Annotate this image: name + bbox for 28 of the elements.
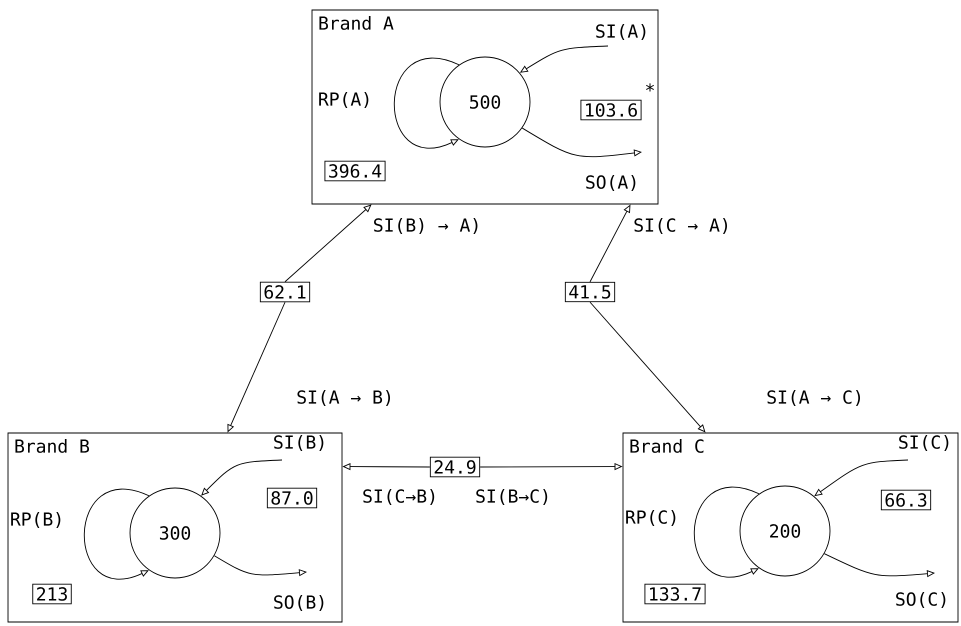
arrow <box>394 58 460 148</box>
asterisk: * <box>646 83 654 92</box>
value-box: 133.7 <box>644 584 706 604</box>
edge-label: SI(B→C) <box>474 488 552 506</box>
edge-label: SI(C→B) <box>361 488 439 506</box>
edge-label: SI(A → C) <box>765 388 865 407</box>
arrow <box>694 487 760 578</box>
value-box: 213 <box>32 584 72 604</box>
arrow <box>84 489 150 580</box>
value-box: 396.4 <box>324 160 386 182</box>
edge-label: SI(B) → A) <box>372 216 482 236</box>
edge-label: SO(A) <box>584 174 640 192</box>
value-box: 62.1 <box>260 282 310 302</box>
edge-label: RP(C) <box>624 508 680 527</box>
value-box: 66.3 <box>880 490 932 510</box>
edge-label: SO(C) <box>894 590 950 609</box>
edge-label: SI(A → B) <box>295 388 395 407</box>
value-box: 24.9 <box>430 456 480 478</box>
value-box: 41.5 <box>564 282 616 302</box>
edge-label: SI(A) <box>594 22 650 42</box>
edge-label: RP(A) <box>316 90 374 110</box>
edge-label: RP(B) <box>8 510 66 529</box>
edge-label: SO(B) <box>272 594 328 612</box>
edge-label: SI(C → A) <box>632 216 732 236</box>
value-box: 87.0 <box>266 488 318 508</box>
edge-label: SI(B) <box>272 434 328 452</box>
value-box: 103.6 <box>580 100 642 120</box>
edge-label: SI(C) <box>896 434 954 452</box>
